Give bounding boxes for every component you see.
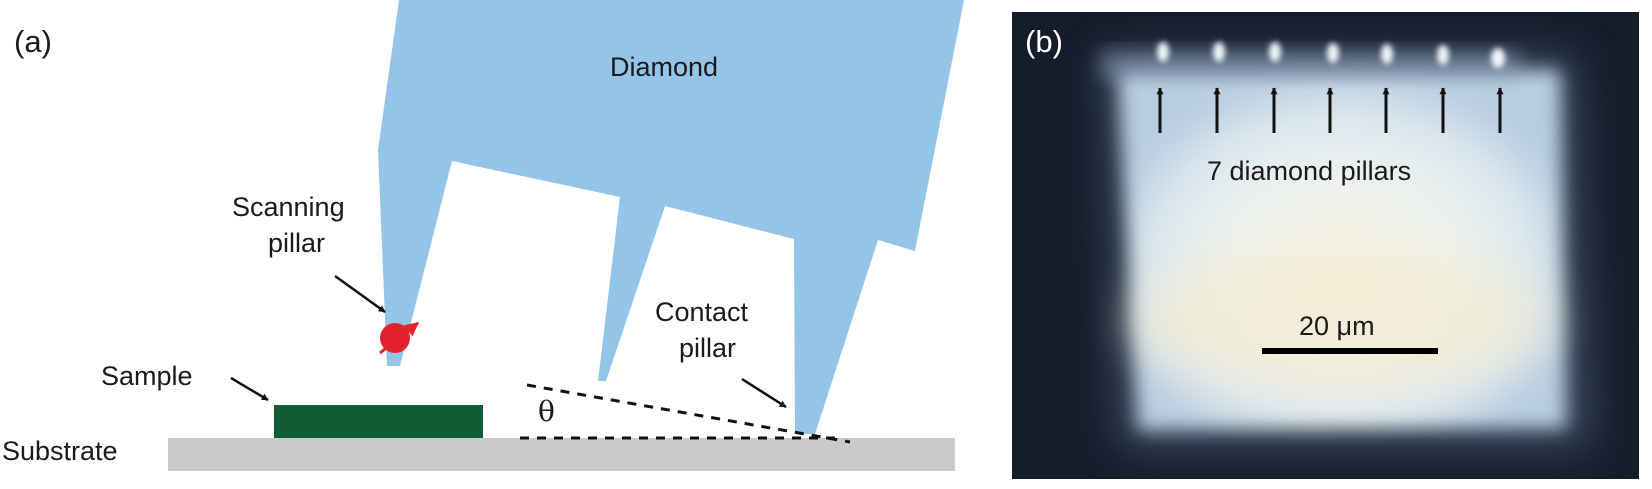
panel-a: (a) Substrate Sample Diamond Scanning pi… [2,0,964,471]
sample-label: Sample [101,361,193,391]
scanning-pillar-arrow [334,274,386,314]
pillars-caption: 7 diamond pillars [1207,156,1411,186]
scanning-pillar-label-line1: Scanning [232,192,345,222]
contact-pillar-arrow [741,377,787,409]
pillar-spot [1213,42,1225,62]
pillar-spot [1327,43,1339,63]
sample [274,405,483,438]
pillar-spot [1157,42,1169,62]
pillar-spot [1381,44,1393,64]
substrate-label: Substrate [2,436,118,466]
spin-arrow [379,321,420,355]
contact-pillar-label-line1: Contact [655,297,749,327]
pillar-arrows [1156,87,1504,133]
micrograph [1100,42,1592,448]
pillar-spot [1437,45,1449,65]
diamond-label: Diamond [610,52,718,82]
substrate [168,438,955,471]
scanning-pillar-label-line2: pillar [268,228,325,258]
panel-b-label: (b) [1025,24,1063,59]
panel-b: (b) 7 diamond pillars 20 μm [1012,12,1639,479]
panel-a-label: (a) [14,24,52,59]
angle-tilted-dashed [526,383,851,444]
contact-pillar-label-line2: pillar [679,333,736,363]
theta-label: θ [538,395,555,428]
scale-bar-label: 20 μm [1299,311,1375,341]
pillar-spot [1269,42,1281,62]
pillar-spots [1157,42,1505,68]
sample-arrow [230,376,269,402]
diamond [378,0,964,434]
pillar-spot [1491,48,1505,68]
scale-bar [1262,348,1438,354]
